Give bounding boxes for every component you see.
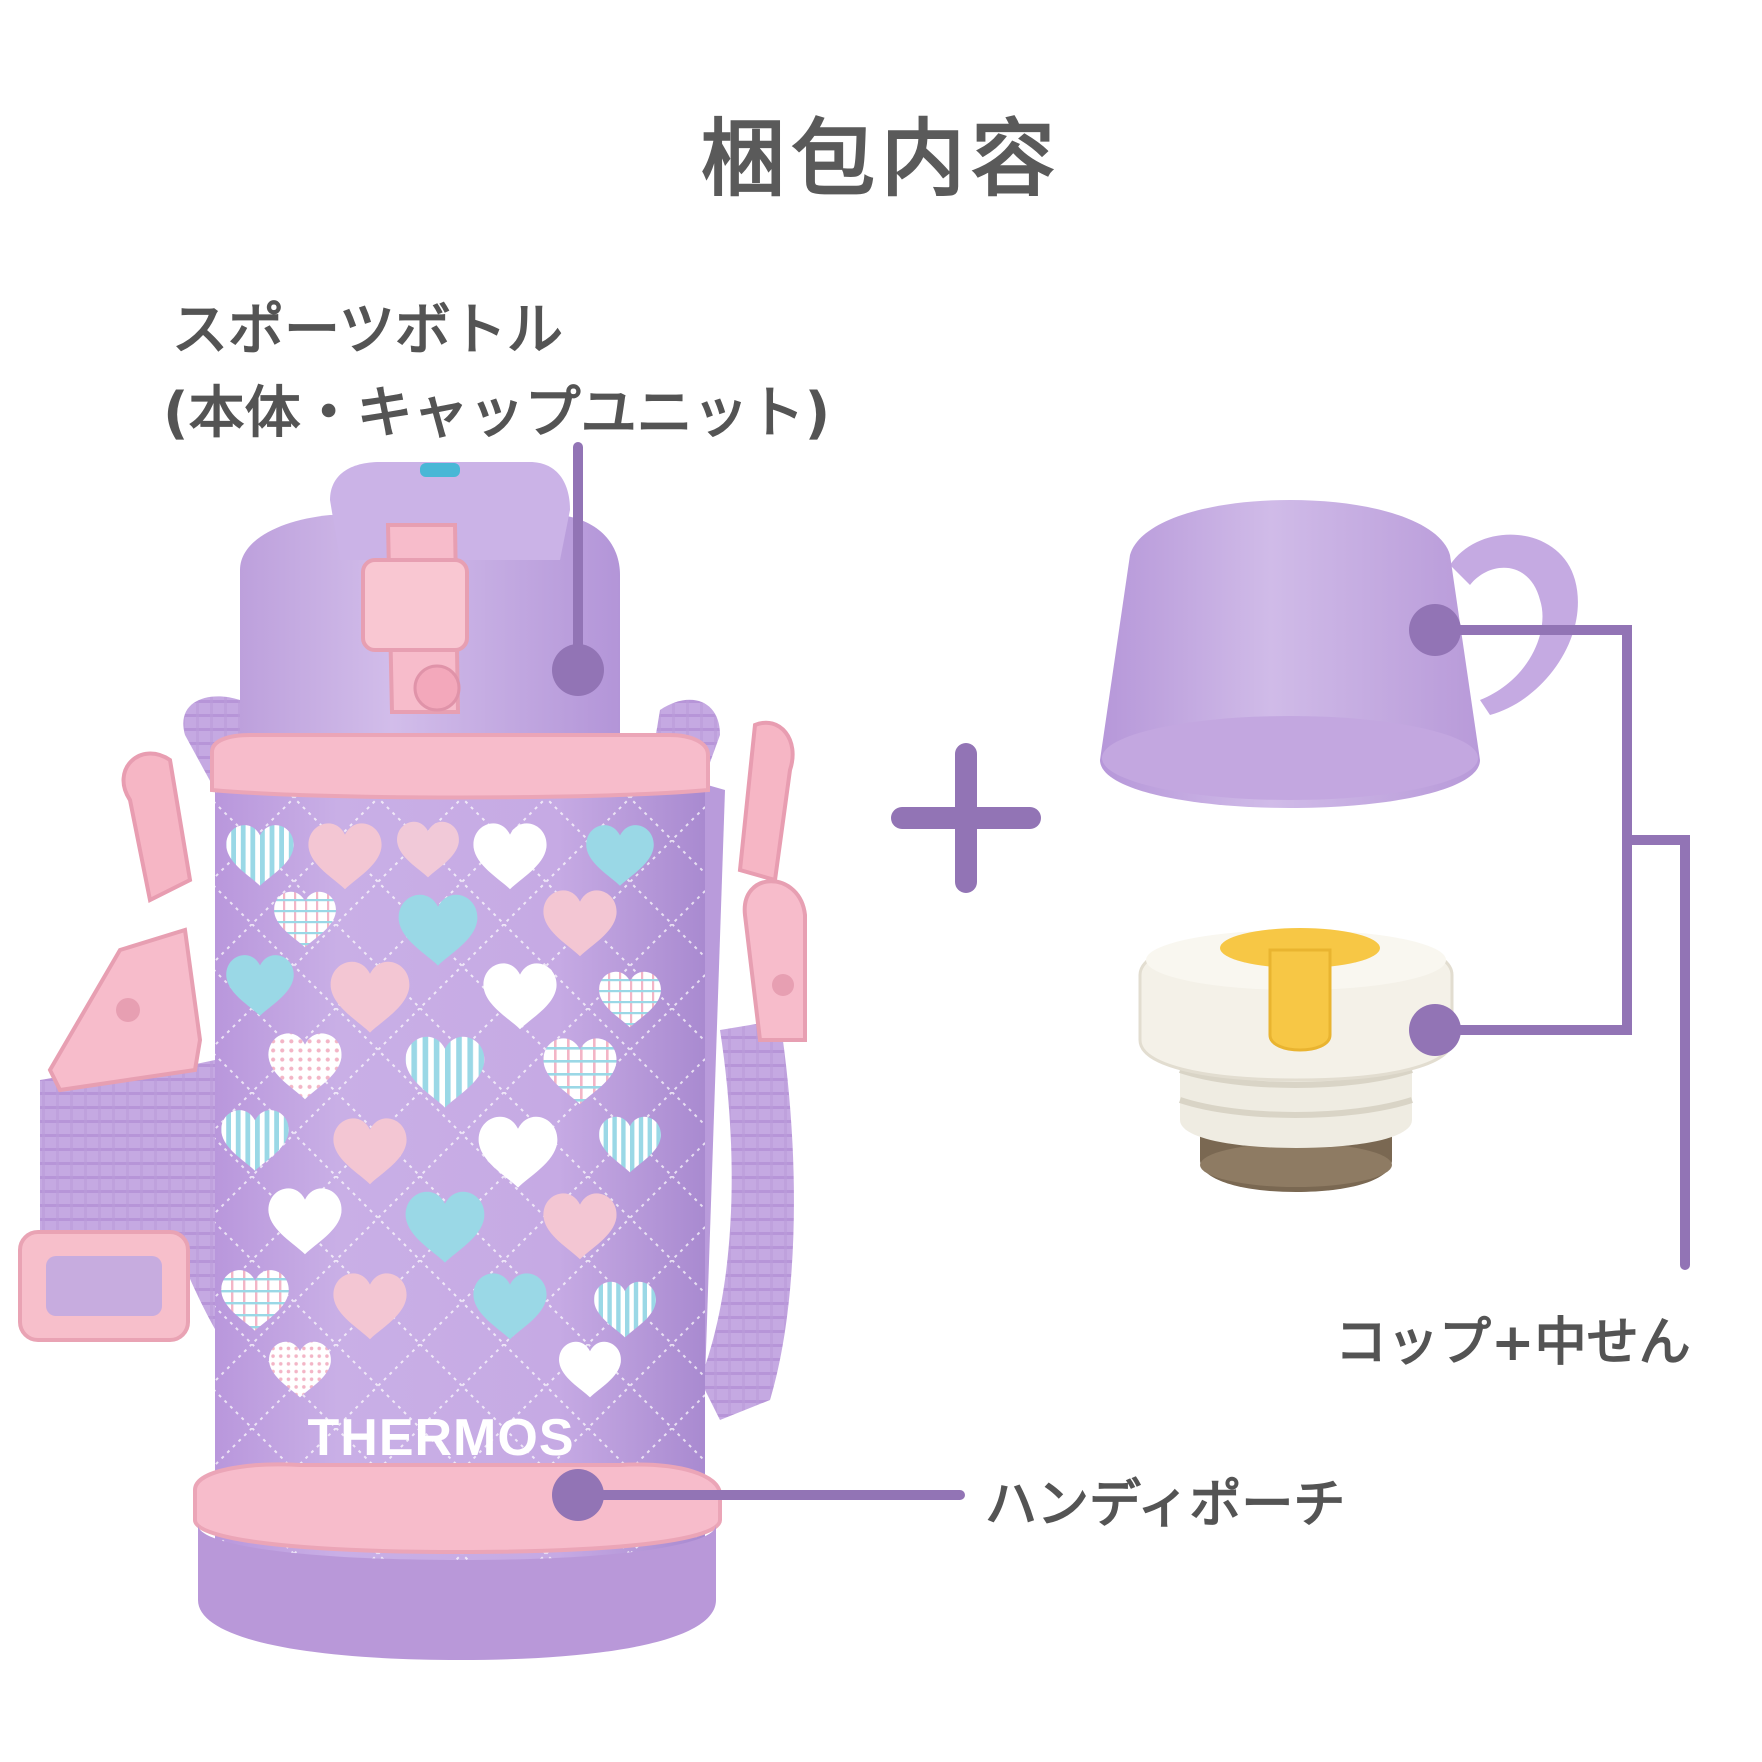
callout-dot-icon [552,644,604,696]
callout-dot-icon [1409,604,1461,656]
sports-bottle-label: スポーツボトル [172,298,563,363]
callout-dots [552,604,1461,1521]
clip-right [737,720,807,1042]
callout-line-cup-label [1622,835,1690,1270]
bottle-cap [240,462,620,745]
plus-icon [891,743,1041,893]
stopper [1138,928,1454,1192]
callout-dot-icon [1409,1004,1461,1056]
clip-left [47,751,203,1093]
callout-dot-icon [552,1469,604,1521]
callout-line-cup-stopper [1430,625,1632,1035]
handy-pouch-label: ハンディポーチ [985,1475,1346,1535]
strap-buckle-window [46,1256,162,1316]
callout-lines [573,442,1690,1500]
cup [1100,500,1578,808]
pouch-bottom-band [193,1462,722,1555]
cup-and-stopper-label: コップ+中せん [1335,1313,1691,1373]
sports-bottle-with-pouch: THERMOS [18,462,807,1660]
cap-button [420,463,460,477]
pouch-base [198,1525,716,1660]
pouch-top-rim [210,733,710,800]
sports-bottle-sublabel: (本体・キャップユニット) [163,381,831,446]
brand-logo-text: THERMOS [308,1409,575,1467]
page-title: 梱包内容 [700,110,1061,208]
heart-pattern [221,821,661,1545]
shoulder-strap-right [700,1020,794,1420]
stopper-tab [1268,948,1332,1052]
cup-handle [1450,534,1578,715]
